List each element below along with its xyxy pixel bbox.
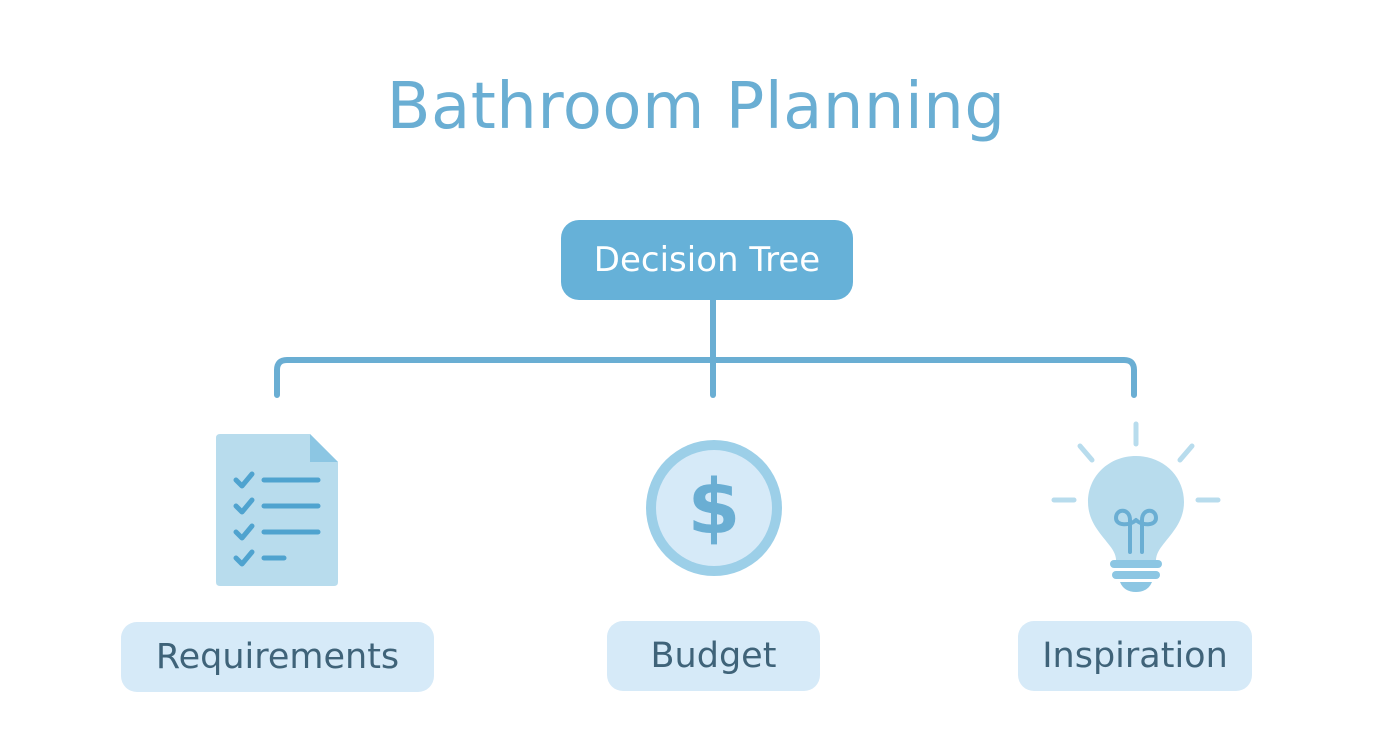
branch-label-budget: Budget	[607, 621, 820, 691]
branch-label-inspiration: Inspiration	[1018, 621, 1252, 691]
root-node-decision-tree: Decision Tree	[561, 220, 853, 300]
svg-text:$: $	[688, 462, 741, 551]
connector-crossbar	[274, 357, 1137, 398]
dollar-coin-icon: $	[646, 440, 782, 576]
diagram-title: Bathroom Planning	[386, 70, 1006, 144]
branch-label-requirements: Requirements	[121, 622, 434, 692]
checklist-document-icon	[216, 434, 338, 586]
lightbulb-icon	[1051, 421, 1221, 592]
